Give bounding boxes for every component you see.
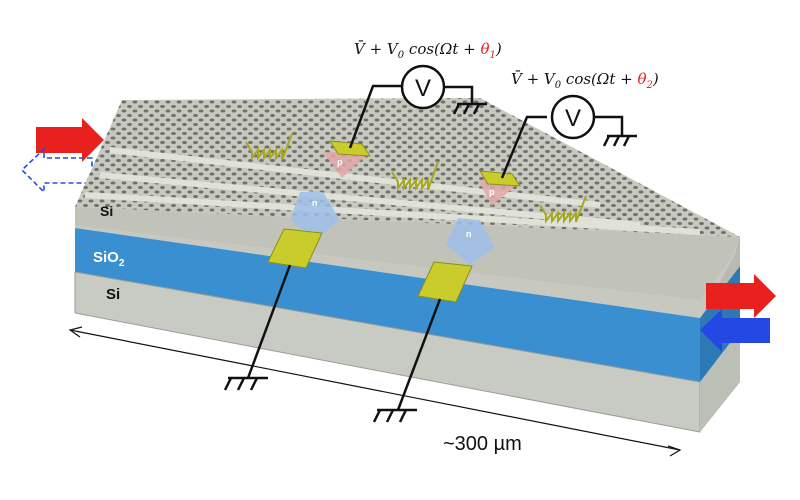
ground-icon: [372, 408, 417, 423]
wire-ground-1: [246, 264, 292, 379]
input-light-arrow: [36, 118, 104, 162]
sio2-label: SiO2: [93, 249, 125, 269]
n-region-2: [446, 218, 495, 265]
p-label-1: p: [337, 157, 343, 167]
voltage-source-2: V: [550, 94, 596, 140]
voltage-source-1: V: [400, 64, 446, 110]
voltmeter-label-1: V: [415, 75, 431, 102]
bottom-electrode-1: [267, 228, 323, 269]
bottom-electrode-2: [417, 261, 473, 303]
backward-light-arrow: [700, 309, 770, 352]
p-label-2: p: [489, 187, 495, 197]
dimension-arrow: [68, 326, 682, 457]
ground-icon: [594, 115, 637, 147]
source-formula-2: V̄ + V0 cos(Ωt + θ2): [511, 70, 659, 91]
top-electrode-2: [479, 170, 521, 187]
p-region-2: [478, 180, 520, 206]
sio2-layer: [75, 228, 700, 382]
p-region-1: [323, 152, 370, 178]
voltmeter-label-2: V: [565, 105, 581, 132]
wire-source-1: [348, 84, 402, 149]
source-formula-1: V̄ + V0 cos(Ωt + θ1): [354, 40, 502, 61]
si-bottom-label: Si: [106, 286, 120, 303]
heater-1: [245, 133, 293, 161]
ground-icon: [223, 376, 268, 391]
n-label-1: n: [312, 198, 318, 208]
ground-icon: [444, 85, 487, 115]
n-region-1: [290, 192, 340, 240]
heater-3: [539, 195, 587, 224]
output-light-arrow: [706, 274, 776, 318]
heater-2: [391, 161, 439, 191]
si-top-label: Si: [100, 203, 113, 219]
n-label-2: n: [466, 229, 472, 239]
dimension-label: ~300 µm: [443, 433, 522, 455]
wire-ground-2: [396, 298, 442, 411]
reflected-light-dashed-arrow: [20, 147, 93, 194]
wire-source-2: [500, 115, 547, 179]
